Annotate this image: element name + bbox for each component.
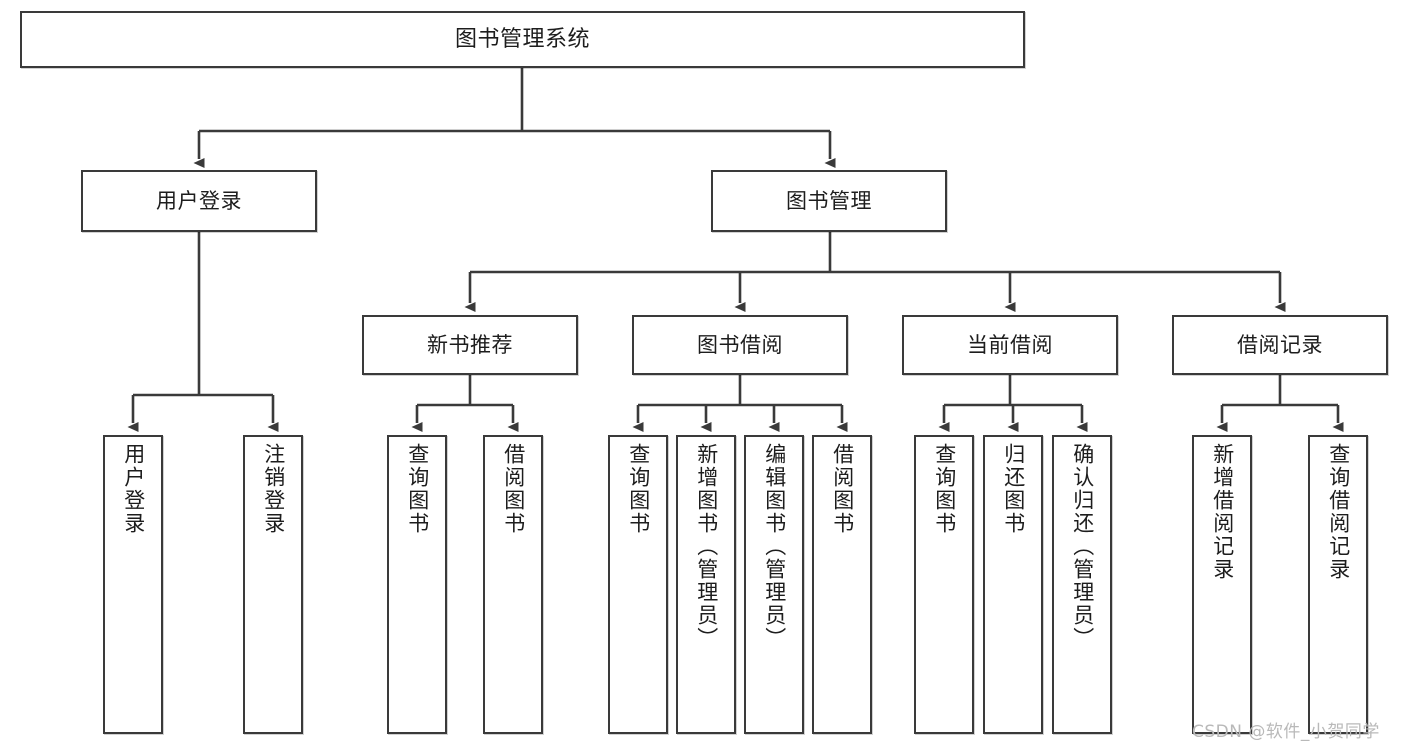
leaf-book-borrow-borrow-book[interactable]: 借阅图书 [812,435,872,734]
node-root-book-management-system[interactable]: 图书管理系统 [20,11,1025,68]
node-label: 新增借阅记录 [1210,443,1235,581]
node-book-borrow[interactable]: 图书借阅 [632,315,848,375]
leaf-new-book-borrow-book[interactable]: 借阅图书 [483,435,543,734]
node-label: 查询借阅记录 [1326,443,1351,581]
node-label: 图书管理系统 [454,26,590,52]
node-label: 注销登录 [261,443,286,535]
node-new-book-recommend[interactable]: 新书推荐 [362,315,578,375]
node-label: 借阅图书 [830,443,855,535]
node-label: 查询图书 [932,443,957,535]
node-user-login[interactable]: 用户登录 [81,170,317,232]
leaf-book-borrow-edit-book-admin[interactable]: 编辑图书（管理员） [744,435,804,734]
leaf-user-login-logout[interactable]: 注销登录 [243,435,303,734]
node-label: 归还图书 [1001,443,1026,535]
node-label: 新书推荐 [427,332,513,357]
node-label: 用户登录 [121,443,146,535]
leaf-current-borrow-query-book[interactable]: 查询图书 [914,435,974,734]
watermark: CSDN @软件_小贺同学 [1192,722,1380,742]
node-label: 查询图书 [405,443,430,535]
node-current-borrow[interactable]: 当前借阅 [902,315,1118,375]
node-book-management[interactable]: 图书管理 [711,170,947,232]
leaf-current-borrow-return-book[interactable]: 归还图书 [983,435,1043,734]
leaf-book-borrow-add-book-admin[interactable]: 新增图书（管理员） [676,435,736,734]
node-label: 编辑图书（管理员） [762,443,787,650]
leaf-current-borrow-confirm-return-admin[interactable]: 确认归还（管理员） [1052,435,1112,734]
node-label: 查询图书 [626,443,651,535]
leaf-new-book-query-book[interactable]: 查询图书 [387,435,447,734]
node-label: 借阅图书 [501,443,526,535]
leaf-borrow-record-add-record[interactable]: 新增借阅记录 [1192,435,1252,734]
node-borrow-record[interactable]: 借阅记录 [1172,315,1388,375]
leaf-user-login-login[interactable]: 用户登录 [103,435,163,734]
node-label: 图书借阅 [697,332,783,357]
node-label: 用户登录 [156,188,242,213]
node-label: 图书管理 [786,188,872,213]
node-label: 新增图书（管理员） [694,443,719,650]
leaf-book-borrow-query-book[interactable]: 查询图书 [608,435,668,734]
leaf-borrow-record-query-record[interactable]: 查询借阅记录 [1308,435,1368,734]
node-label: 当前借阅 [967,332,1053,357]
node-label: 确认归还（管理员） [1070,443,1095,650]
node-label: 借阅记录 [1237,332,1323,357]
